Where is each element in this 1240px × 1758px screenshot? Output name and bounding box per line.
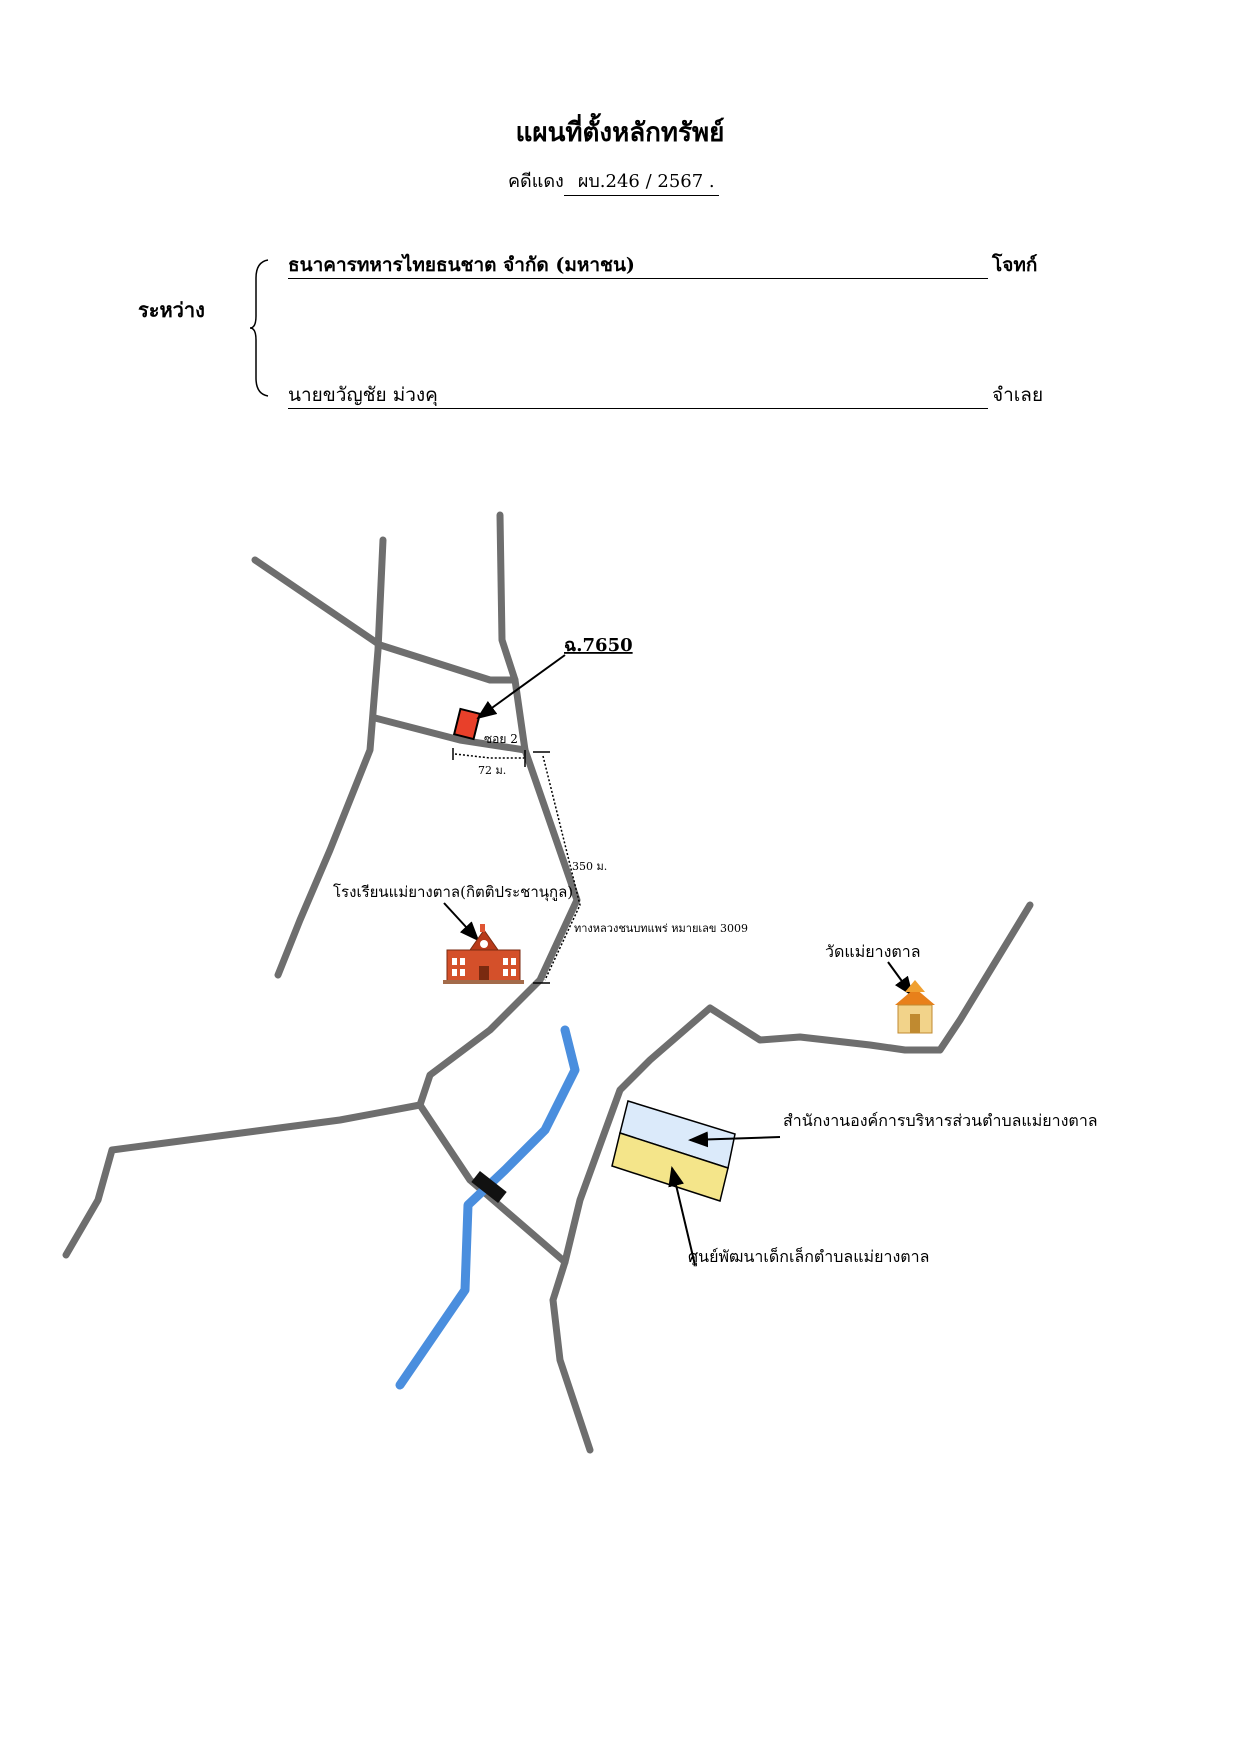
childcare-label: ศูนย์พัฒนาเด็กเล็กตำบลแม่ยางตาล [688,1246,929,1267]
case-number: ผบ.246 / 2567 . [563,166,719,196]
plot-arrow [476,654,566,720]
case-label: คดีแดง [508,171,564,192]
school-arrow [443,902,480,942]
plot-marker [452,707,482,741]
measure-long [533,751,581,984]
highway-label: ทางหลวงชนบทแพร่ หมายเลข 3009 [574,922,748,935]
case-line: คดีแดงผบ.246 / 2567 . [508,166,719,196]
childcare-arrow [668,1166,696,1266]
road-north-west [251,556,519,684]
school-icon [443,924,524,984]
river [395,1025,580,1390]
plot-label: ฉ.7650 [564,635,633,656]
road-south-west [62,1101,424,1259]
distance-short: 72 ม. [478,764,506,777]
school-label: โรงเรียนแม่ยางตาล(กิตติประชานุกูล) [333,883,573,902]
office-label: สำนักงานองค์การบริหารส่วนตำบลแม่ยางตาล [783,1111,1098,1130]
road-soi-2 [371,714,529,754]
road-main [416,511,581,1109]
distance-long: 350 ม. [572,860,607,873]
bridge [471,1171,507,1203]
party-brace [250,259,269,397]
plaintiff-role: โจทก์ [992,254,1038,276]
road-south-branch [549,1258,594,1454]
page-title: แผนที่ตั้งหลักทรัพย์ [515,118,725,148]
between-label: ระหว่าง [138,298,205,322]
road-west-vertical [274,536,387,979]
road-east [561,901,1034,1266]
road-south [416,1101,569,1266]
office-arrow [688,1131,781,1148]
defendant-role: จำเลย [992,384,1044,406]
road-network [62,511,1034,1454]
temple-icon [895,980,935,1034]
temple-label: วัดแม่ยางตาล [825,942,921,961]
plaintiff-name: ธนาคารทหารไทยธนชาต จำกัด (มหาชน) [288,250,988,279]
soi-label: ซอย 2 [484,732,518,746]
defendant-name: นายขวัญชัย ม่วงคุ [288,380,988,409]
measure-short [452,748,526,767]
